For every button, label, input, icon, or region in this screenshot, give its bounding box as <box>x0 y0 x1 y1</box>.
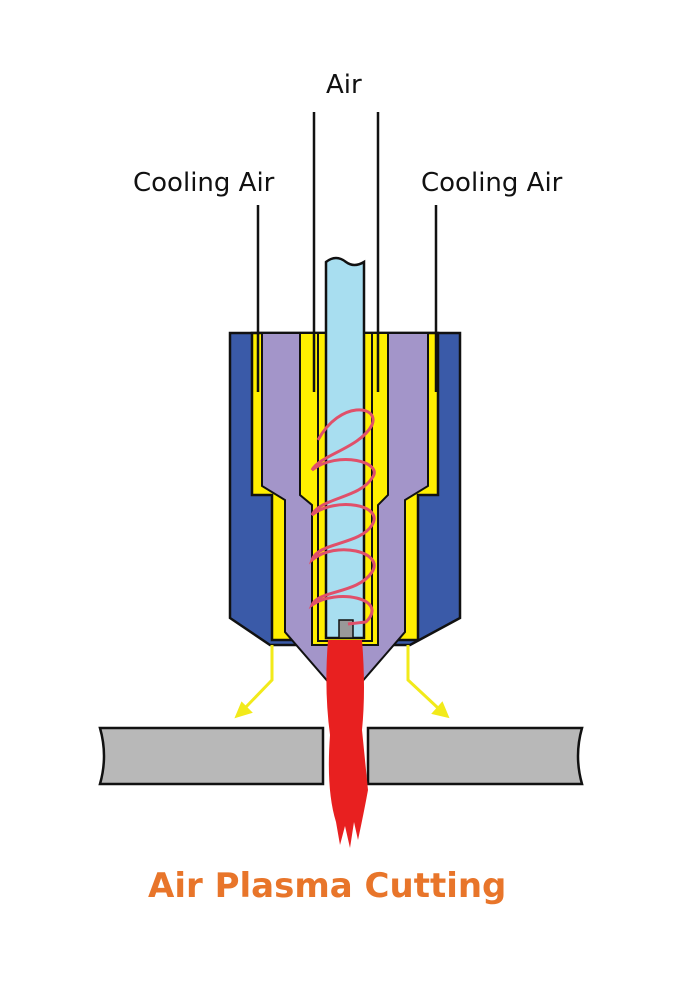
diagram-title: Air Plasma Cutting <box>148 866 507 906</box>
label-cooling-air-right: Cooling Air <box>421 168 563 198</box>
plasma-arc <box>326 640 368 848</box>
down-arrow-left-icon <box>234 645 274 719</box>
workpiece-left <box>98 726 325 786</box>
label-air: Air <box>326 70 362 100</box>
swirl-coil <box>308 408 376 626</box>
workpiece-right <box>366 726 584 786</box>
down-arrow-right-icon <box>406 645 450 719</box>
label-cooling-air-left: Cooling Air <box>133 168 275 198</box>
